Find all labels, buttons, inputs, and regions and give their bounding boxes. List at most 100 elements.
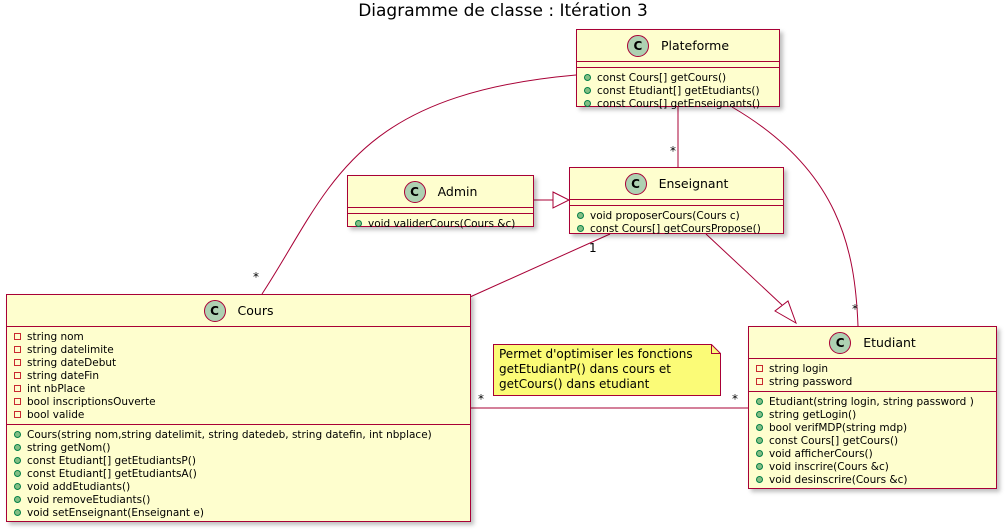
diagram-title: Diagramme de classe : Itération 3 — [358, 1, 648, 21]
public-icon — [14, 470, 21, 477]
public-icon — [756, 463, 763, 470]
private-icon — [756, 365, 763, 372]
public-icon — [14, 496, 21, 503]
class-name: Cours — [237, 303, 274, 318]
public-icon — [584, 100, 591, 107]
private-icon — [14, 346, 21, 353]
private-icon — [14, 372, 21, 379]
method-row: void afficherCours() — [756, 447, 996, 460]
attribute-row: string datelimite — [14, 343, 470, 356]
methods-section: const Cours[] getCours() const Etudiant[… — [577, 67, 779, 113]
public-icon — [756, 437, 763, 444]
private-icon — [14, 385, 21, 392]
public-icon — [756, 476, 763, 483]
public-icon — [14, 457, 21, 464]
methods-section: void proposerCours(Cours c) const Cours[… — [570, 205, 783, 238]
class-name: Admin — [437, 184, 478, 199]
attribute-row: bool inscriptionsOuverte — [14, 395, 470, 408]
class-badge-icon: C — [626, 34, 649, 57]
assoc-plateforme-etudiant — [731, 106, 859, 327]
class-plateforme[interactable]: C Plateforme const Cours[] getCours() co… — [576, 29, 780, 110]
multiplicity-plateforme-cours: * — [253, 270, 259, 284]
method-row: const Etudiant[] getEtudiants() — [584, 84, 779, 97]
attribute-row: string dateFin — [14, 369, 470, 382]
method-row: const Etudiant[] getEtudiantsP() — [14, 454, 470, 467]
multiplicity-plateforme-etudiant: * — [852, 302, 858, 316]
private-icon — [14, 398, 21, 405]
class-cours[interactable]: C Cours string nom string datelimite str… — [6, 294, 471, 522]
public-icon — [14, 431, 21, 438]
attribute-row: string nom — [14, 330, 470, 343]
public-icon — [577, 212, 584, 219]
multiplicity-enseignant-cours: 1 — [589, 241, 597, 255]
public-icon — [756, 424, 763, 431]
note: Permet d'optimiser les fonctions getEtud… — [493, 344, 721, 396]
class-etudiant[interactable]: C Etudiant string login string password … — [748, 326, 997, 489]
method-row: void validerCours(Cours &c) — [355, 217, 533, 230]
method-row: const Cours[] getCoursPropose() — [577, 222, 783, 235]
class-badge-icon: C — [403, 180, 426, 203]
method-row: Cours(string nom,string datelimit, strin… — [14, 428, 470, 441]
class-header: C Etudiant — [749, 327, 996, 359]
method-row: const Etudiant[] getEtudiantsA() — [14, 467, 470, 480]
public-icon — [14, 509, 21, 516]
attributes-section: string login string password — [749, 359, 996, 391]
attribute-row: string password — [756, 375, 996, 388]
methods-section: Etudiant(string login, string password )… — [749, 391, 996, 489]
method-row: void proposerCours(Cours c) — [577, 209, 783, 222]
class-header: C Admin — [348, 176, 533, 208]
inherit-admin-enseignant-arrow — [552, 191, 571, 209]
class-header: C Cours — [7, 295, 470, 327]
attribute-row: int nbPlace — [14, 382, 470, 395]
class-badge-icon: C — [624, 172, 647, 195]
class-header: C Plateforme — [577, 30, 779, 62]
method-row: void removeEtudiants() — [14, 493, 470, 506]
public-icon — [584, 74, 591, 81]
public-icon — [14, 444, 21, 451]
inherit-enseignant-etudiant-arrow — [774, 300, 797, 325]
assoc-plateforme-cours — [261, 74, 577, 295]
method-row: void addEtudiants() — [14, 480, 470, 493]
attributes-section: string nom string datelimite string date… — [7, 327, 470, 424]
public-icon — [584, 87, 591, 94]
class-badge-icon: C — [203, 299, 226, 322]
assoc-enseignant-cours — [469, 233, 611, 298]
method-row: void inscrire(Cours &c) — [756, 460, 996, 473]
class-name: Plateforme — [660, 38, 730, 53]
class-header: C Enseignant — [570, 168, 783, 200]
public-icon — [756, 450, 763, 457]
class-badge-icon: C — [829, 331, 852, 354]
method-row: string getNom() — [14, 441, 470, 454]
note-text: Permet d'optimiser les fonctions getEtud… — [499, 347, 693, 391]
private-icon — [756, 378, 763, 385]
methods-section: void validerCours(Cours &c) — [348, 213, 533, 233]
method-row: const Cours[] getCours() — [584, 71, 779, 84]
class-name: Enseignant — [658, 176, 729, 191]
method-row: void setEnseignant(Enseignant e) — [14, 506, 470, 519]
class-name: Etudiant — [863, 335, 916, 350]
public-icon — [355, 220, 362, 227]
private-icon — [14, 411, 21, 418]
attribute-row: string login — [756, 362, 996, 375]
method-row: string getLogin() — [756, 408, 996, 421]
method-row: void desinscrire(Cours &c) — [756, 473, 996, 486]
multiplicity-cours-etudiant-right: * — [732, 392, 738, 406]
class-admin[interactable]: C Admin void validerCours(Cours &c) — [347, 175, 534, 230]
private-icon — [14, 333, 21, 340]
public-icon — [756, 411, 763, 418]
method-row: const Cours[] getCours() — [756, 434, 996, 447]
private-icon — [14, 359, 21, 366]
public-icon — [756, 398, 763, 405]
public-icon — [577, 225, 584, 232]
method-row: Etudiant(string login, string password ) — [756, 395, 996, 408]
methods-section: Cours(string nom,string datelimit, strin… — [7, 424, 470, 522]
class-enseignant[interactable]: C Enseignant void proposerCours(Cours c)… — [569, 167, 784, 235]
attribute-row: string dateDebut — [14, 356, 470, 369]
method-row: const Cours[] getEnseignants() — [584, 97, 779, 110]
multiplicity-cours-etudiant-left: * — [478, 392, 484, 406]
attribute-row: bool valide — [14, 408, 470, 421]
note-shape — [493, 344, 721, 396]
multiplicity-plateforme-enseignant: * — [670, 144, 676, 158]
